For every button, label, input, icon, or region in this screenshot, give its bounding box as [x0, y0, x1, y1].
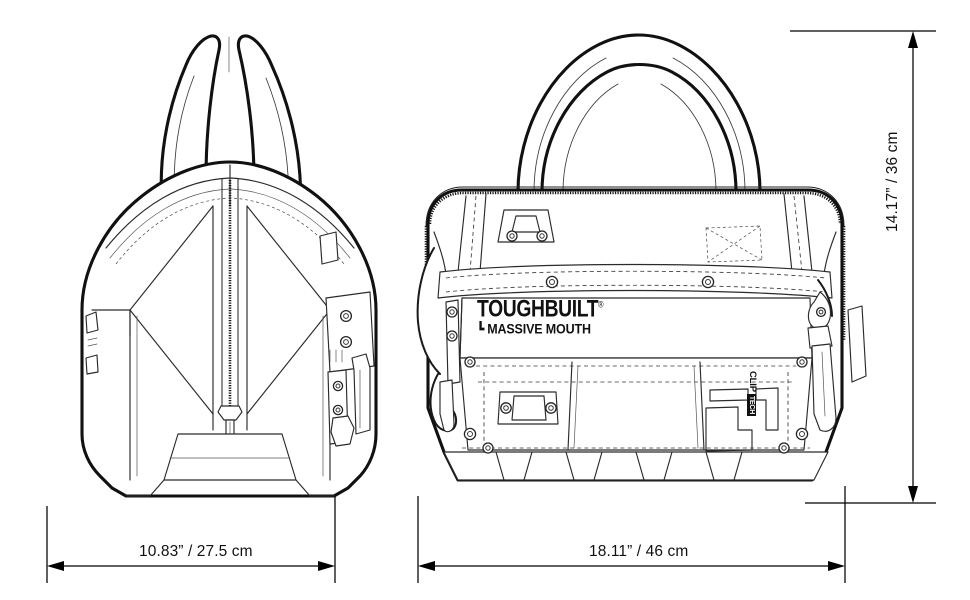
brand-lockup: TOUGHBUILT® ┗ MASSIVE MOUTH [477, 297, 667, 337]
tool-clip-plate [497, 391, 559, 425]
side-zipper [217, 178, 243, 473]
side-view-illustration [80, 34, 378, 498]
side-clip-strap [351, 353, 371, 435]
brand-name-text: TOUGHBUILT [477, 295, 599, 323]
clip-tech-primary: CLIP [747, 371, 758, 392]
zipper-slider [217, 405, 243, 421]
clip-tech-secondary: TECH [747, 393, 756, 417]
brand-name: TOUGHBUILT® [477, 297, 652, 321]
side-buckle [330, 415, 355, 447]
side-base [125, 433, 335, 497]
front-pockets [459, 357, 813, 452]
toughbuilt-logo-icon: ┗ [477, 321, 485, 337]
front-base [443, 356, 829, 481]
front-strap [437, 263, 833, 299]
front-right-clip [807, 279, 867, 432]
front-handles [516, 33, 762, 194]
side-left-hardware [85, 311, 99, 375]
side-pocket-edge [847, 305, 867, 383]
side-right-hardware [325, 291, 375, 447]
clip-tech-mark: CLIP TECH [747, 371, 758, 417]
dimension-label-height: 14.17” / 36 cm [884, 131, 901, 232]
dimension-label-side-width: 10.83” / 27.5 cm [139, 543, 253, 560]
dimension-label-front-width: 18.11” / 46 cm [589, 543, 689, 560]
side-body [80, 160, 378, 498]
front-upper-panels [433, 193, 837, 275]
side-handle-anchor [319, 231, 339, 265]
front-left-strap [416, 247, 461, 433]
front-view-illustration [416, 33, 867, 482]
brand-tagline: MASSIVE MOUTH [487, 321, 591, 337]
registered-trademark-icon: ® [598, 299, 604, 310]
front-hook [439, 379, 455, 433]
brand-sub-row: ┗ MASSIVE MOUTH [477, 321, 667, 337]
